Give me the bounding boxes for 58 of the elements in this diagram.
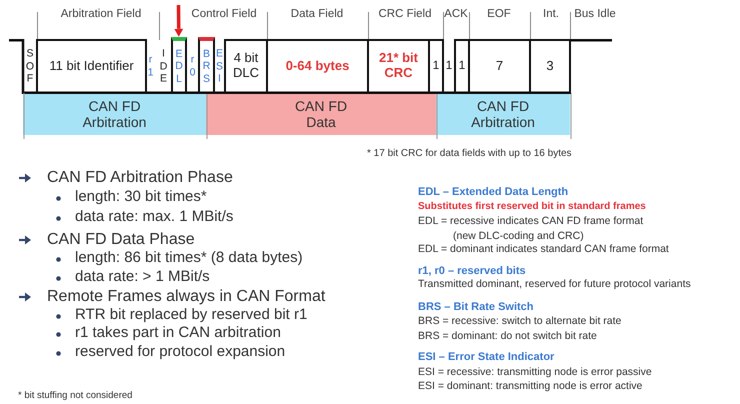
list-item: reserved for protocol expansion: [75, 343, 286, 361]
field-heading: Arbitration Field: [60, 8, 142, 22]
definition-text: Transmitted dominant, reserved for future protocol variants: [418, 278, 691, 290]
field-text: IDE: [159, 48, 168, 85]
field-heading: Control Field: [191, 8, 257, 22]
list-item: r1 takes part in CAN arbitration: [75, 324, 281, 342]
field-heading: Bus Idle: [574, 8, 616, 22]
band-label: CAN FD Arbitration: [470, 98, 536, 130]
field-heading: ACK: [444, 8, 468, 22]
field-text: 3: [546, 58, 554, 74]
field-text: 1: [446, 59, 452, 74]
definition-text: EDL = recessive indicates CAN FD frame format (new DLC-coding and CRC): [418, 214, 644, 244]
highlighted-note: Substitutes first reserved bit in standard frames: [418, 201, 646, 213]
field-text: 0-64 bytes: [286, 58, 350, 74]
definition-text: BRS = recessive: switch to alternate bit rate: [418, 314, 622, 328]
bit-field-box: [528, 38, 572, 94]
field-text: SOF: [26, 48, 34, 85]
field-text: r0: [188, 54, 197, 79]
list-item: data rate: max. 1 MBit/s: [75, 208, 234, 226]
field-heading: Int.: [543, 8, 559, 22]
field-text: 7: [496, 58, 504, 74]
definition-text: EDL = dominant indicates standard CAN frame format: [418, 242, 669, 256]
field-text: ESI: [215, 48, 224, 85]
field-heading: CRC Field: [378, 8, 432, 22]
term-heading: ESI – Error State Indicator: [418, 350, 554, 364]
list-heading: CAN FD Arbitration Phase: [47, 168, 233, 188]
definition-text: BRS = dominant: do not switch bit rate: [418, 330, 597, 342]
definition-text: ESI = dominant: transmitting node is error active: [418, 380, 642, 392]
definition-text: ESI = recessive: transmitting node is error passive: [418, 366, 652, 378]
term-heading: EDL – Extended Data Length: [418, 186, 568, 198]
footnote: * 17 bit CRC for data fields with up to 16 bytes: [367, 148, 572, 160]
field-text: BRS: [202, 48, 211, 86]
phase-band: [23, 94, 206, 135]
footnote: * bit stuffing not considered: [18, 390, 132, 402]
phase-band: [436, 94, 570, 135]
field-heading: Data Field: [290, 8, 344, 22]
list-item: length: 86 bit times* (8 data bytes): [75, 249, 303, 267]
term-heading: BRS – Bit Rate Switch: [418, 300, 534, 314]
field-text: 4 bit DLC: [232, 51, 260, 82]
phase-band: [206, 94, 436, 135]
band-label: CAN FD Arbitration: [82, 98, 148, 130]
list-item: RTR bit replaced by reserved bit r1: [75, 306, 308, 324]
arrow: [174, 4, 184, 37]
field-heading: EOF: [487, 8, 511, 22]
list-item: length: 30 bit times*: [75, 188, 207, 206]
field-text: r1: [146, 54, 155, 79]
field-text: 11 bit Identifier: [49, 58, 134, 74]
field-text: 1: [432, 59, 440, 74]
field-text: 21* bit CRC: [378, 51, 419, 82]
list-item: data rate: > 1 MBit/s: [75, 268, 210, 286]
field-text: EDL: [174, 48, 184, 86]
field-text: 1: [458, 59, 466, 74]
term-heading: r1, r0 – reserved bits: [418, 264, 526, 278]
bit-field-box: [36, 38, 148, 94]
list-heading: Remote Frames always in CAN Format: [47, 288, 326, 306]
bit-field-box: [428, 38, 444, 94]
list-heading: CAN FD Data Phase: [47, 230, 195, 250]
band-label: CAN FD Data: [294, 98, 348, 130]
